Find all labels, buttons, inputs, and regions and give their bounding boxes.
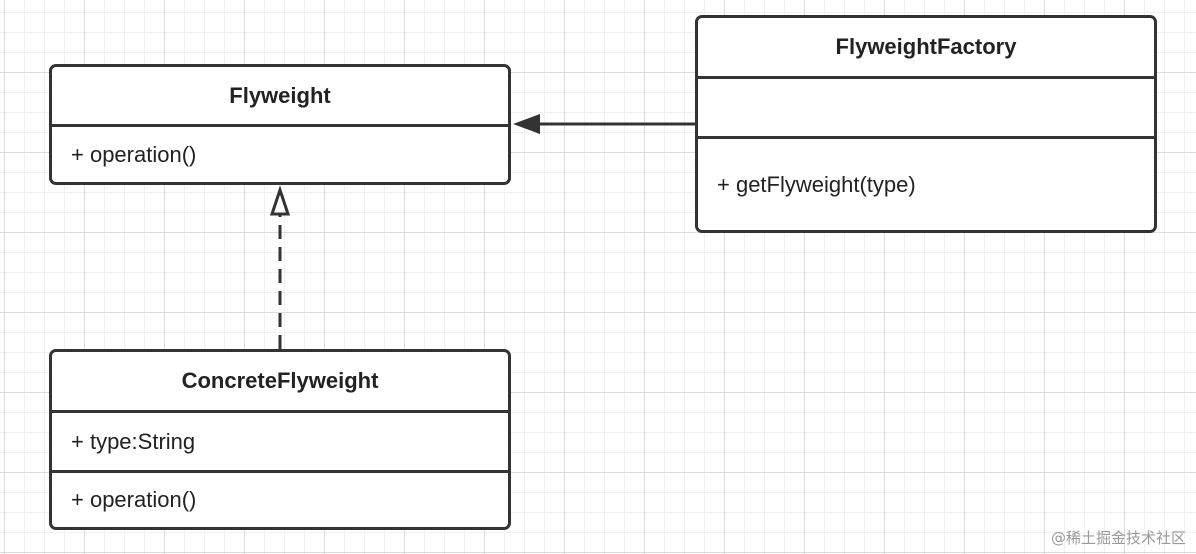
method-row: + operation() (71, 487, 197, 512)
attributes-section (698, 79, 1154, 139)
method-row: + getFlyweight(type) (717, 171, 916, 197)
class-flyweight-factory[interactable]: FlyweightFactory + getFlyweight(type) (695, 15, 1157, 233)
realization-arrowhead (269, 185, 291, 216)
method-row: + operation() (71, 141, 197, 167)
association-arrowhead (513, 114, 540, 134)
class-name: ConcreteFlyweight (52, 352, 508, 413)
watermark: @稀土掘金技术社区 (1050, 529, 1186, 547)
class-name: FlyweightFactory (698, 18, 1154, 79)
class-name: Flyweight (52, 67, 508, 127)
class-flyweight[interactable]: Flyweight + operation() (49, 64, 511, 185)
attribute-row: + type:String (52, 413, 508, 473)
class-concrete-flyweight[interactable]: ConcreteFlyweight + type:String + operat… (49, 349, 511, 530)
